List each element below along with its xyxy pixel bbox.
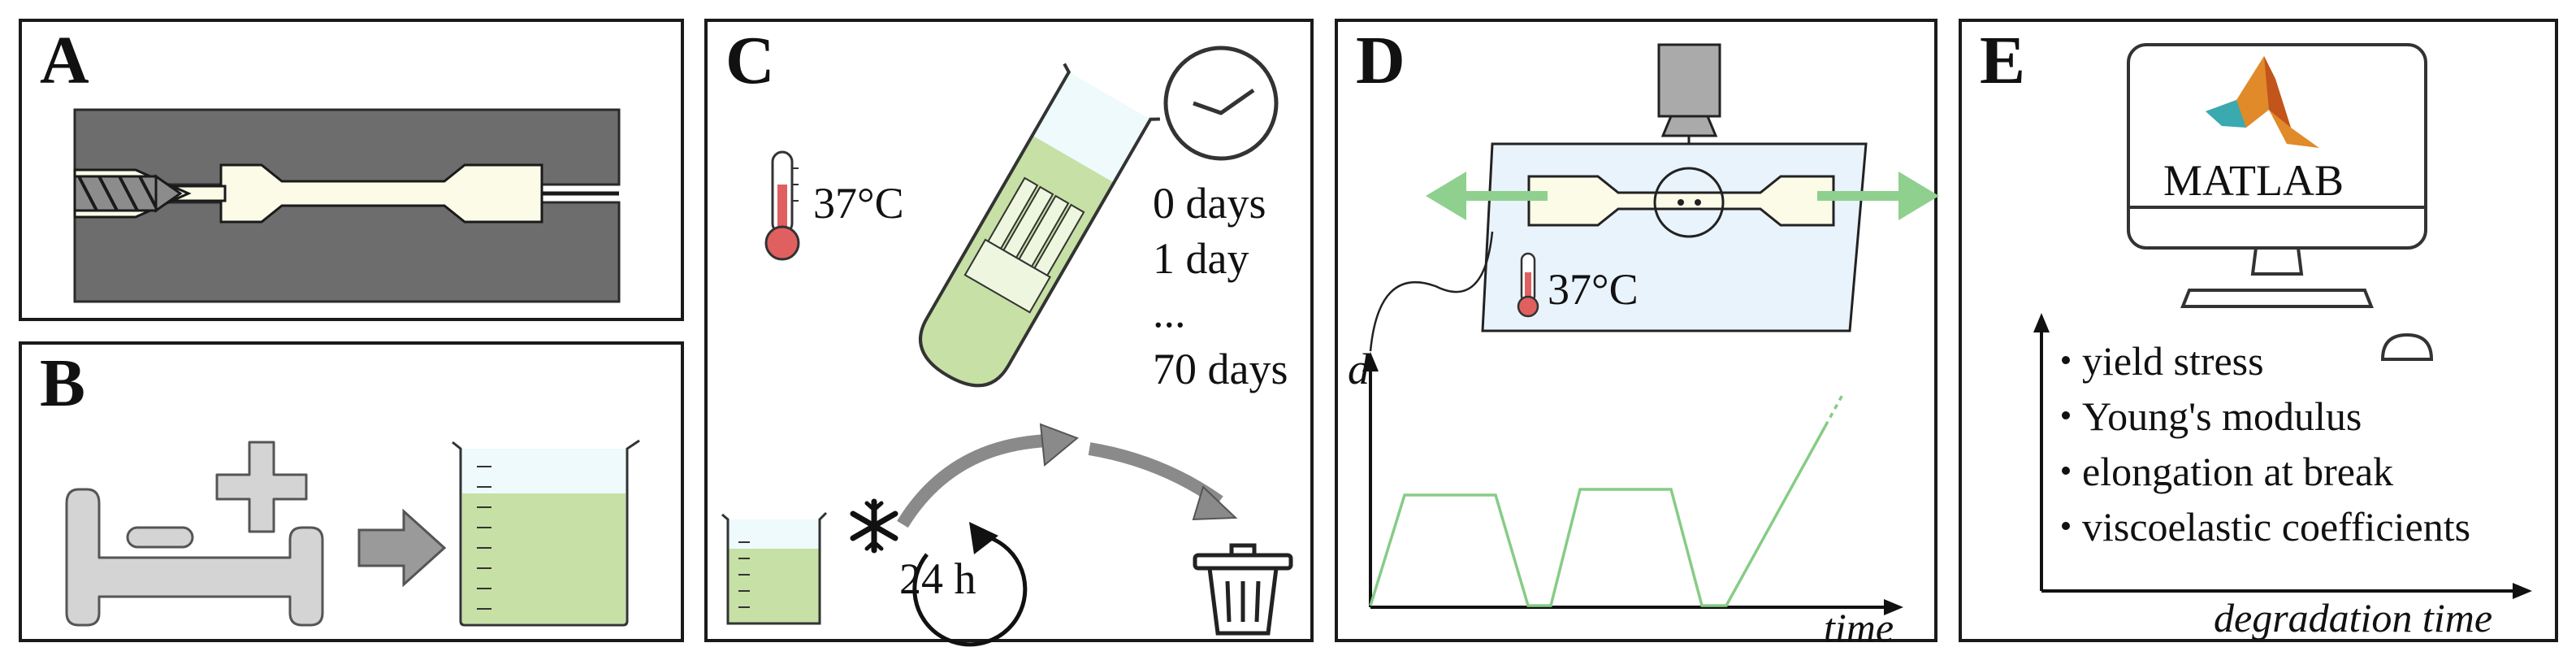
test-temperature: 37°C	[1548, 265, 1639, 314]
panel-c: C	[704, 19, 1314, 647]
panel-d: D	[1335, 19, 1939, 648]
storage-diagram	[65, 439, 640, 627]
analysis-diagram	[2033, 43, 2532, 599]
output-yield-stress: yield stress	[2082, 338, 2264, 384]
software-name: MATLAB	[2163, 156, 2344, 205]
degradation-diagram	[721, 46, 1293, 647]
injection-mold-diagram	[73, 108, 621, 303]
panel-a-letter: A	[40, 23, 89, 98]
thermometer-icon	[764, 150, 800, 261]
cycle-arrow-icon	[912, 522, 1028, 647]
monitor-icon	[2127, 43, 2427, 308]
output-viscoelastic-coefficients: viscoelastic coefficients	[2082, 504, 2471, 550]
hospital-bed-icon	[65, 488, 324, 627]
beaker-icon	[452, 439, 640, 627]
injection-screw-icon	[73, 174, 183, 213]
timepoint-ellipsis: ...	[1153, 288, 1186, 337]
panel-c-letter: C	[725, 23, 775, 98]
panel-b-letter: B	[40, 345, 86, 421]
output-elongation-at-break: elongation at break	[2082, 449, 2394, 494]
panel-a: A	[19, 19, 684, 321]
mouse-icon	[2380, 332, 2434, 361]
timepoint-1: 1 day	[1153, 234, 1249, 283]
small-beaker-icon	[721, 511, 828, 625]
freeze-duration: 24 h	[899, 554, 976, 603]
output-youngs-modulus: Young's modulus	[2082, 393, 2362, 439]
snowflake-icon	[850, 498, 898, 554]
timepoint-0: 0 days	[1153, 179, 1266, 228]
pull-arrow-right	[1817, 172, 1939, 220]
camera-icon	[1657, 43, 1721, 168]
medical-cross-icon	[215, 441, 308, 533]
y-axis-label: d	[1348, 345, 1370, 393]
panel-b: B	[19, 341, 684, 642]
panel-e: E MATLAB yield stress Young's modulus el…	[1959, 19, 2558, 642]
displacement-curve	[1369, 425, 1827, 607]
matlab-logo-icon	[2206, 56, 2319, 148]
trash-bin-icon	[1193, 543, 1293, 636]
tensile-test-diagram	[1362, 43, 1939, 615]
x-axis-label: time	[1824, 605, 1894, 650]
incubation-temperature: 37°C	[813, 179, 904, 228]
pull-arrow-left	[1426, 172, 1548, 220]
panel-e-letter: E	[1980, 23, 2026, 98]
test-tube-icon	[919, 63, 1160, 388]
timepoint-last: 70 days	[1153, 345, 1288, 393]
process-arrow	[357, 508, 447, 588]
clock-icon	[1163, 46, 1279, 161]
thermometer-icon	[1517, 252, 1539, 318]
panel-d-letter: D	[1356, 23, 1405, 98]
x-axis-label: degradation time	[2214, 595, 2493, 641]
